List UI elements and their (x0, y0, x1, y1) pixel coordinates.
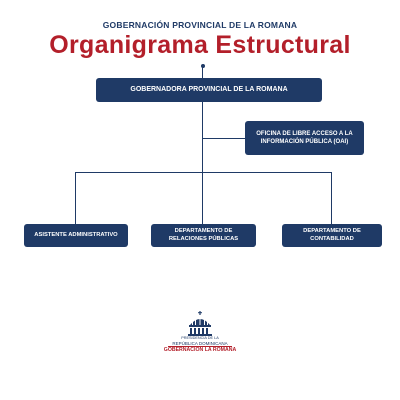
connector-horizontal-bar (75, 172, 331, 173)
org-box-oai: OFICINA DE LIBRE ACCESO A LA INFORMACIÓN… (245, 121, 364, 155)
org-box-public-relations: DEPARTAMENTO DE RELACIONES PÚBLICAS (151, 224, 256, 247)
org-box-oai-label-line1: OFICINA DE LIBRE ACCESO A LA (256, 130, 353, 137)
organization-subtitle: GOBERNACIÓN PROVINCIAL DE LA ROMANA (102, 20, 298, 30)
logo-line-presidency: PRESIDENCIA DE LA (181, 336, 219, 340)
logo-line-republic: REPÚBLICA DOMINICANA (172, 341, 228, 346)
org-box-accounting: DEPARTAMENTO DE CONTABILIDAD (282, 224, 382, 247)
connector-right-drop (331, 172, 332, 224)
connector-main-stem (202, 102, 203, 172)
org-box-public-relations-label-line2: RELACIONES PÚBLICAS (168, 235, 239, 242)
org-box-accounting-label-line1: DEPARTAMENTO DE (303, 227, 361, 234)
page-title: Organigrama Estructural (49, 31, 351, 59)
org-box-public-relations-label-line1: DEPARTAMENTO DE (174, 227, 233, 234)
org-box-oai-label-line2: INFORMACIÓN PÚBLICA (OAI) (260, 139, 349, 145)
org-box-admin-assistant-label: ASISTENTE ADMINISTRATIVO (34, 231, 118, 238)
org-box-accounting-label-line2: CONTABILIDAD (310, 235, 354, 242)
org-box-governor: GOBERNADORA PROVINCIAL DE LA ROMANA (96, 78, 322, 102)
logo-divider (168, 346, 232, 347)
government-logo-icon (188, 311, 212, 336)
org-box-governor-label: GOBERNADORA PROVINCIAL DE LA ROMANA (130, 86, 288, 94)
org-box-admin-assistant: ASISTENTE ADMINISTRATIVO (24, 224, 128, 247)
logo-line-governorship: GOBERNACIÓN LA ROMANA (163, 347, 237, 353)
connector-left-drop (75, 172, 76, 224)
connector-oai-branch (202, 138, 245, 139)
connector-top-stem (202, 66, 203, 78)
connector-center-drop (202, 172, 203, 224)
